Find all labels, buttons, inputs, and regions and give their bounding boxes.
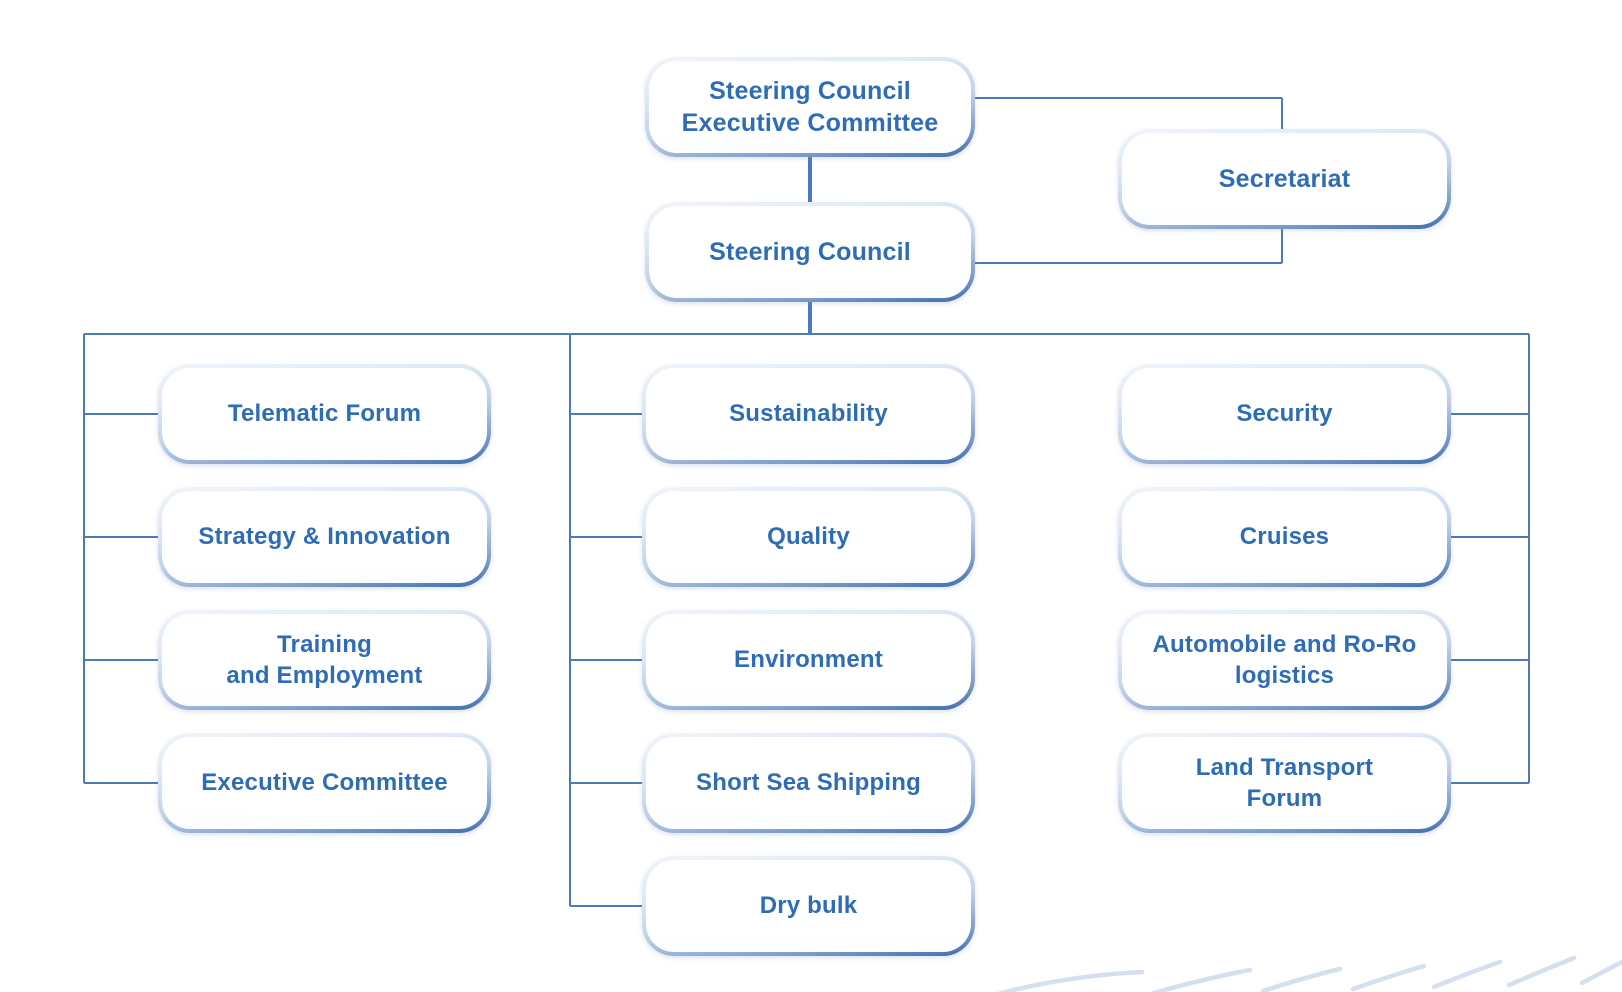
node-short-sea-shipping: Short Sea Shipping [642, 733, 975, 833]
node-body: Land Transport Forum [1122, 737, 1447, 829]
connector-right-stubs [1451, 413, 1529, 784]
node-body: Short Sea Shipping [646, 737, 971, 829]
connector-middle-stubs [570, 413, 642, 907]
node-environment: Environment [642, 610, 975, 710]
node-label: Quality [767, 523, 850, 551]
node-label: Steering Council Executive Committee [681, 76, 939, 138]
node-body: Security [1122, 368, 1447, 460]
connector-rails [83, 333, 1530, 906]
node-label: Training and Employment [226, 630, 423, 689]
node-label: Executive Committee [201, 769, 448, 797]
node-security: Security [1118, 364, 1451, 464]
node-body: Steering Council [649, 206, 971, 298]
node-label: Secretariat [1218, 164, 1351, 193]
node-body: Steering Council Executive Committee [649, 61, 971, 153]
node-label: Steering Council [709, 237, 911, 266]
wave-decoration [996, 955, 1622, 992]
node-label: Automobile and Ro-Ro logistics [1152, 630, 1417, 689]
node-steering-council: Steering Council [645, 202, 975, 302]
node-body: Strategy & Innovation [162, 491, 487, 583]
node-land-transport-forum: Land Transport Forum [1118, 733, 1451, 833]
node-cruises: Cruises [1118, 487, 1451, 587]
node-steering-council-executive-committee: Steering Council Executive Committee [645, 57, 975, 157]
node-body: Automobile and Ro-Ro logistics [1122, 614, 1447, 706]
node-label: Cruises [1239, 523, 1330, 551]
node-label: Short Sea Shipping [696, 769, 921, 797]
node-label: Security [1236, 400, 1333, 428]
node-label: Sustainability [729, 400, 888, 428]
node-dry-bulk: Dry bulk [642, 856, 975, 956]
node-executive-committee: Executive Committee [158, 733, 491, 833]
node-body: Cruises [1122, 491, 1447, 583]
node-body: Sustainability [646, 368, 971, 460]
node-label: Land Transport Forum [1195, 753, 1374, 812]
node-label: Environment [734, 646, 883, 674]
node-secretariat: Secretariat [1118, 129, 1451, 229]
node-body: Executive Committee [162, 737, 487, 829]
node-body: Environment [646, 614, 971, 706]
node-label: Strategy & Innovation [198, 523, 451, 551]
node-label: Dry bulk [759, 892, 858, 920]
connector-left-stubs [84, 413, 158, 784]
node-body: Telematic Forum [162, 368, 487, 460]
node-label: Telematic Forum [227, 400, 422, 428]
node-body: Dry bulk [646, 860, 971, 952]
node-body: Training and Employment [162, 614, 487, 706]
node-body: Quality [646, 491, 971, 583]
node-automobile-and-roro-logistics: Automobile and Ro-Ro logistics [1118, 610, 1451, 710]
node-telematic-forum: Telematic Forum [158, 364, 491, 464]
node-sustainability: Sustainability [642, 364, 975, 464]
node-quality: Quality [642, 487, 975, 587]
node-body: Secretariat [1122, 133, 1447, 225]
node-strategy-and-innovation: Strategy & Innovation [158, 487, 491, 587]
node-training-and-employment: Training and Employment [158, 610, 491, 710]
